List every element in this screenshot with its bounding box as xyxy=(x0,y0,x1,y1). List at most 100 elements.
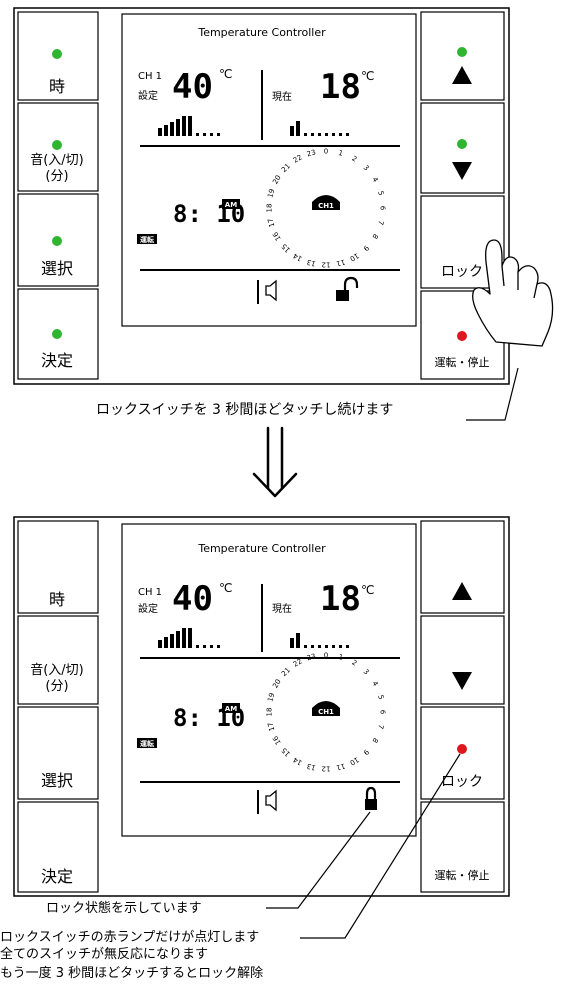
dial-hour-23-b: 23 xyxy=(306,652,317,662)
button-sound-sublabel: (分) xyxy=(45,169,68,184)
dial-hour-5: 5 xyxy=(376,190,385,196)
setting-unit: ℃ xyxy=(219,67,232,81)
ampm-badge xyxy=(222,199,240,209)
button-confirm-label: 決定 xyxy=(41,351,73,370)
panel-top: 時 音(入/切) (分) 選択 決定 ロック 運転・停止 Temperature… xyxy=(13,7,554,385)
channel-label: CH 1 xyxy=(138,71,162,82)
dial-hour-22-b: 22 xyxy=(292,657,304,668)
panel-bottom: 時 音(入/切) (分) 選択 決定 ロック 運転・停止 Temperature… xyxy=(13,516,510,897)
dial-hour-14-b: 14 xyxy=(291,755,303,767)
button-sound-label: 音(入/切) xyxy=(30,152,84,168)
button-down-b[interactable] xyxy=(420,615,505,705)
dial-hour-2-b: 2 xyxy=(350,658,358,667)
channel-badge-shape xyxy=(312,195,340,210)
annotation-note-2: 全てのスイッチが無反応になります xyxy=(0,946,208,962)
display-frame xyxy=(121,13,417,327)
dial-hour-15-b: 15 xyxy=(280,746,292,758)
speaker-icon xyxy=(265,279,277,302)
dial-hour-17-b: 17 xyxy=(266,721,276,732)
led-sound xyxy=(52,140,62,150)
dial-hour-22: 22 xyxy=(292,153,304,164)
dial-hour-19-b: 19 xyxy=(266,692,276,703)
display-title-b: Temperature Controller xyxy=(197,542,326,555)
dial-hour-17: 17 xyxy=(266,217,276,228)
instruction-top: ロックスイッチを 3 秒間ほどタッチし続けます xyxy=(96,401,393,418)
dial-hour-9: 9 xyxy=(362,244,371,253)
setting-level-bars-b xyxy=(158,628,220,648)
button-select-b-label: 選択 xyxy=(41,771,73,790)
dial-hour-0: 0 xyxy=(324,148,328,156)
double-down-arrow-icon xyxy=(252,426,298,498)
dial-hour-16-b: 16 xyxy=(271,734,283,746)
dial-hour-4-b: 4 xyxy=(370,680,379,688)
button-run-stop-b-label: 運転・停止 xyxy=(435,868,490,882)
panel-top-frame xyxy=(13,7,510,385)
instruction-top-leader xyxy=(466,367,519,421)
dial-hour-12-b: 12 xyxy=(322,765,331,773)
button-select-b[interactable] xyxy=(17,706,99,800)
panel-bottom-frame xyxy=(13,516,510,897)
dial-hour-11: 11 xyxy=(335,258,346,268)
led-up xyxy=(457,47,467,57)
dial-hour-21-b: 21 xyxy=(280,666,292,678)
current-level-bars-b xyxy=(290,633,349,648)
led-lock-b xyxy=(457,744,467,754)
dial-hour-23: 23 xyxy=(306,148,317,158)
ampm-badge-b xyxy=(222,703,240,713)
button-confirm-b-label: 決定 xyxy=(41,867,73,886)
button-run-stop-b[interactable] xyxy=(420,801,505,893)
channel-badge-shape-b xyxy=(312,701,340,716)
down-arrow-icon xyxy=(452,162,472,180)
led-confirm xyxy=(52,329,62,339)
dial-hour-19: 19 xyxy=(266,188,276,199)
button-lock-b-label: ロック xyxy=(441,774,483,790)
button-confirm-b[interactable] xyxy=(17,801,99,893)
dial-hour-3-b: 3 xyxy=(362,668,371,677)
display-title: Temperature Controller xyxy=(197,26,326,39)
dial-hour-3: 3 xyxy=(362,164,371,173)
dial-hour-10-b: 10 xyxy=(348,755,360,766)
annotation-note-1: ロックスイッチの赤ランプだけが点灯します xyxy=(0,930,259,945)
ampm-label-b: AM xyxy=(225,705,237,713)
dial-hour-6-b: 6 xyxy=(379,710,387,715)
button-hour-label: 時 xyxy=(49,77,65,96)
dial-hour-13-b: 13 xyxy=(306,762,317,772)
current-value-b: 18 xyxy=(320,579,361,619)
annotation-lock-state: ロック状態を示しています xyxy=(46,900,202,916)
dial-hour-18-b: 18 xyxy=(266,708,274,717)
led-down xyxy=(457,139,467,149)
setting-label: 設定 xyxy=(138,89,158,102)
dial-hour-8-b: 8 xyxy=(370,736,379,744)
setting-value: 40 xyxy=(172,67,213,107)
button-sound-b[interactable] xyxy=(17,615,99,705)
channel-label-b: CH 1 xyxy=(138,587,162,598)
up-arrow-icon xyxy=(452,582,472,600)
display-frame-b xyxy=(121,523,417,837)
run-badge xyxy=(137,234,157,244)
led-hour xyxy=(52,49,62,59)
channel-badge-label-b: CH1 xyxy=(318,708,334,716)
channel-badge-label: CH1 xyxy=(318,202,334,210)
dial-hour-5-b: 5 xyxy=(376,694,385,700)
dial-hour-6: 6 xyxy=(379,206,387,211)
button-hour[interactable] xyxy=(17,11,99,101)
dial-hour-16: 16 xyxy=(271,230,283,242)
led-select xyxy=(52,236,62,246)
current-label: 現在 xyxy=(272,91,292,103)
dial-hour-13: 13 xyxy=(306,258,317,268)
dial-hour-10: 10 xyxy=(348,251,360,262)
dial-hour-2: 2 xyxy=(350,154,358,163)
speaker-icon xyxy=(265,789,277,812)
led-run-stop xyxy=(457,331,467,341)
button-hour-b[interactable] xyxy=(17,520,99,614)
dial-hour-20: 20 xyxy=(271,174,282,186)
down-arrow-icon xyxy=(452,672,472,690)
button-lock-label: ロック xyxy=(441,264,483,280)
button-sound-b-label: 音(入/切) xyxy=(30,662,84,678)
run-label-b: 運転 xyxy=(140,739,154,748)
dial-hour-9-b: 9 xyxy=(362,748,371,757)
run-badge-b xyxy=(137,738,157,748)
run-label: 運転 xyxy=(140,235,154,244)
button-hour-b-label: 時 xyxy=(49,590,65,609)
